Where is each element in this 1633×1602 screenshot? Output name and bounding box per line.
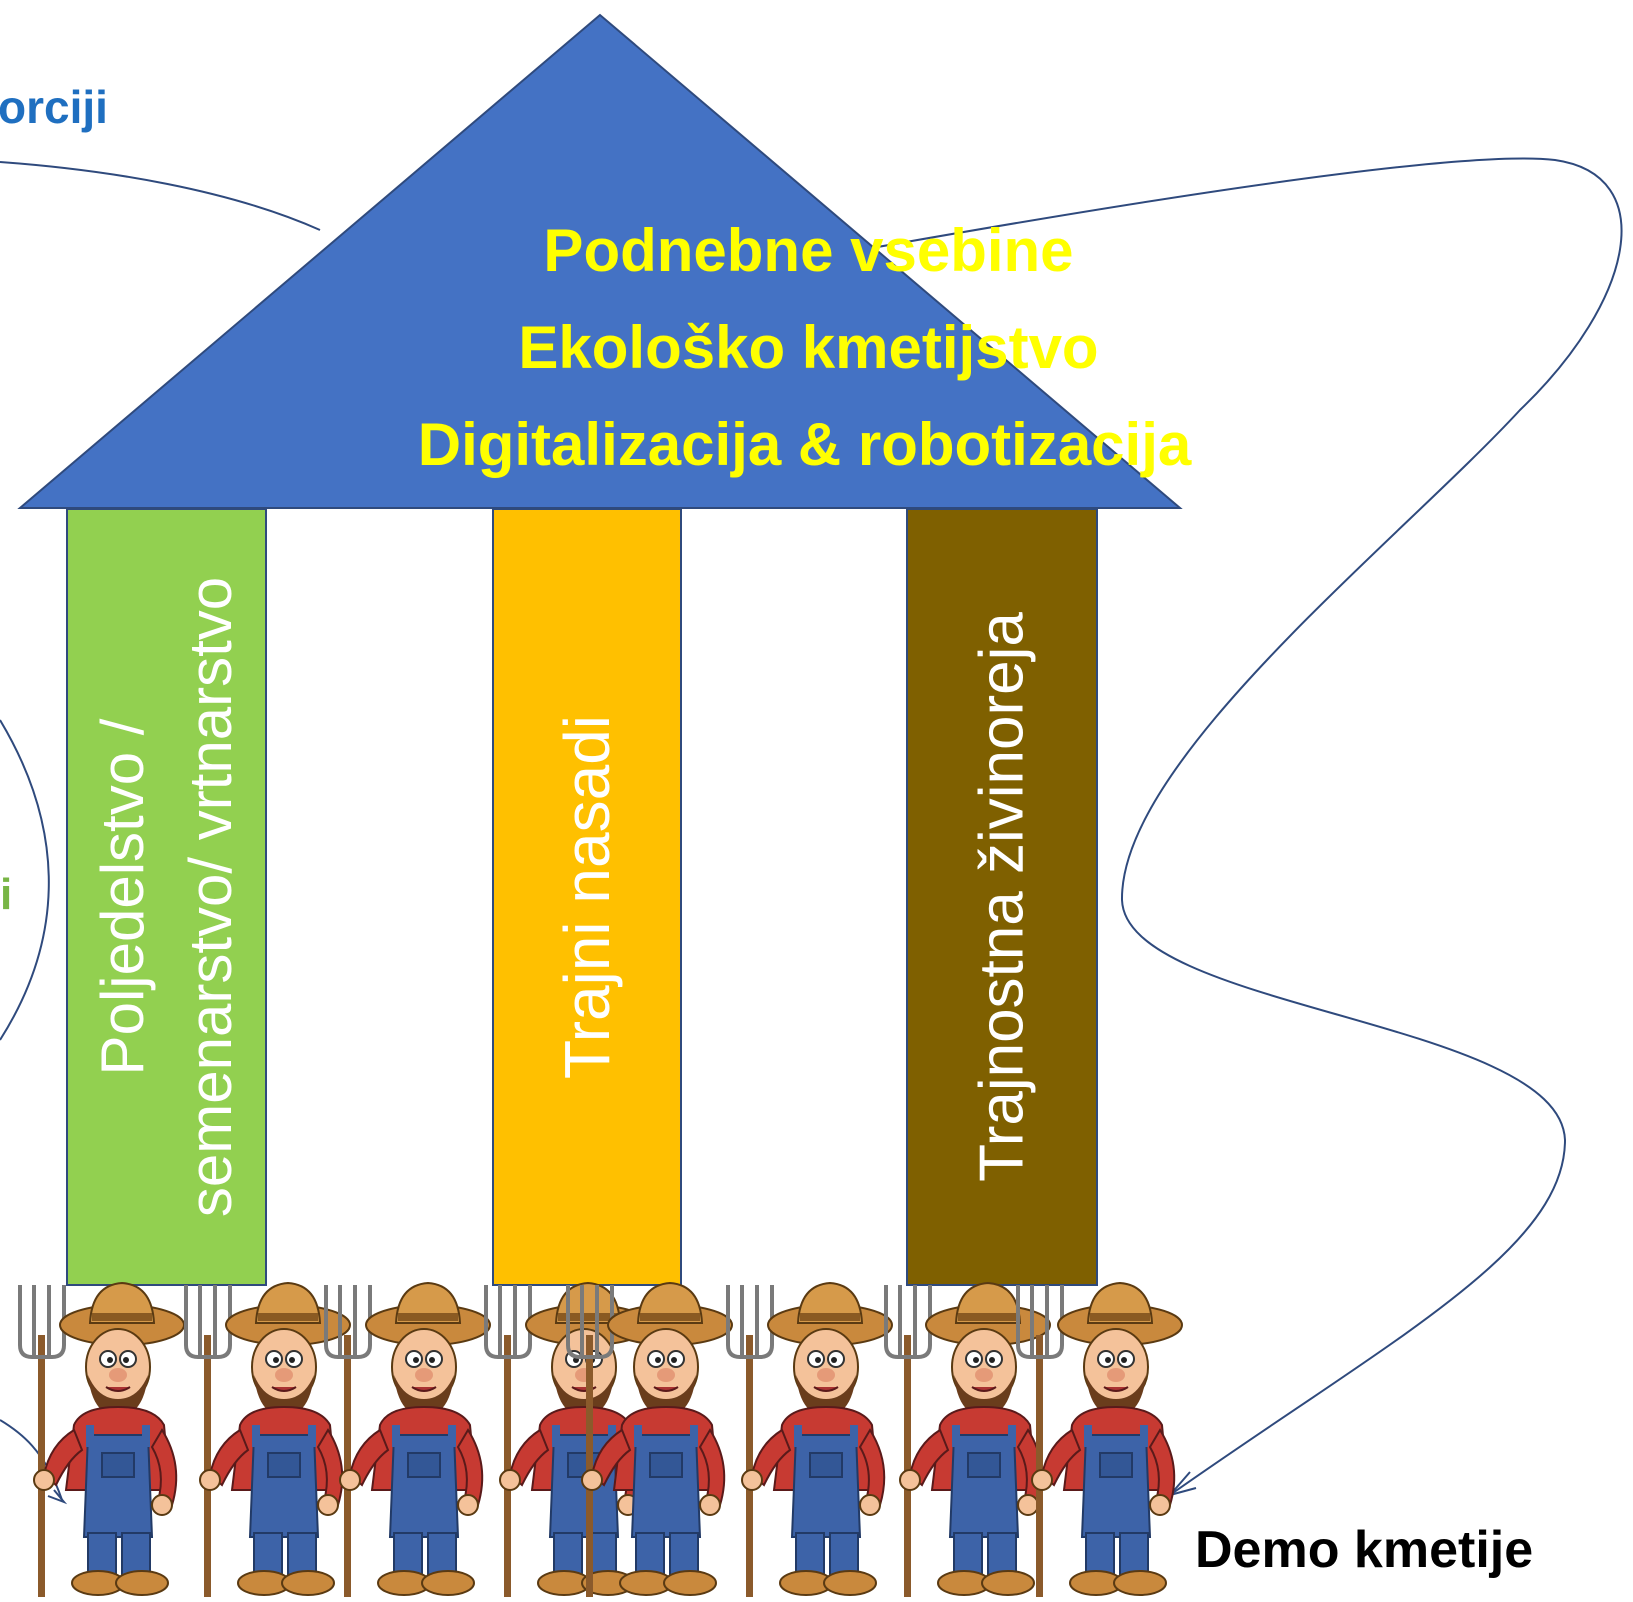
pillar-crop-farming: Poljedelstvo / semenarstvo/ vrtnarstvo	[66, 508, 267, 1286]
label-partial-top-left: orciji	[0, 81, 108, 133]
connector-top-left	[0, 161, 321, 231]
pillar-permanent-crops: Trajni nasadi	[492, 508, 682, 1286]
label-partial-middle-left: i	[0, 870, 13, 919]
roof-text-3: Digitalizacija & robotizacija	[417, 411, 1192, 478]
farmer-icon	[720, 1275, 896, 1597]
farmer-icon	[1010, 1275, 1186, 1597]
connector-mid-left	[0, 719, 50, 1041]
farmer-icon	[318, 1275, 494, 1597]
pillar-livestock: Trajnostna živinoreja	[906, 508, 1098, 1286]
farmer-icon	[560, 1275, 736, 1597]
farmer-icon	[12, 1275, 188, 1597]
roof-text-2: Ekološko kmetijstvo	[518, 314, 1099, 381]
connector-right-loop	[871, 157, 1623, 1496]
roof-text-1: Podnebne vsebine	[543, 217, 1074, 284]
farmer-icon	[178, 1275, 354, 1597]
arrow-bottom-left	[47, 1489, 68, 1505]
label-demo-farms: Demo kmetije	[1195, 1521, 1534, 1579]
